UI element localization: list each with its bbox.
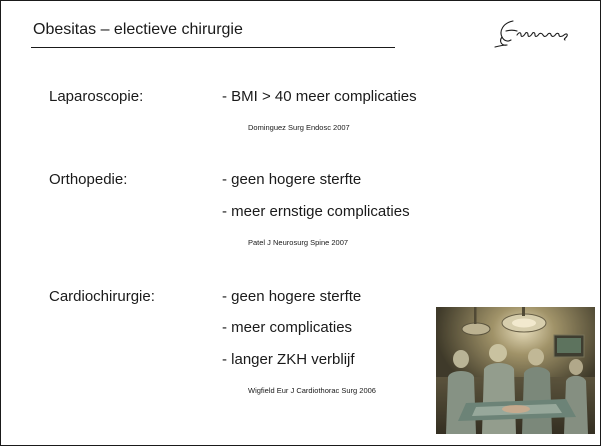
- section-label-orthopedie: Orthopedie:: [49, 171, 128, 188]
- slide-title: Obesitas – electieve chirurgie: [33, 21, 243, 38]
- erasmus-logo: [494, 20, 568, 48]
- section-label-cardiochirurgie: Cardiochirurgie:: [49, 288, 155, 305]
- reference-orthopedie: Patel J Neurosurg Spine 2007: [248, 238, 349, 247]
- bullet-cardiochirurgie-1: - geen hogere sterfte: [222, 288, 362, 305]
- reference-cardiochirurgie: Wigfield Eur J Cardiothorac Surg 2006: [248, 386, 376, 395]
- bullet-laparoscopie-1: - BMI > 40 meer complicaties: [222, 88, 417, 105]
- bullet-cardiochirurgie-2: - meer complicaties: [222, 319, 353, 336]
- bullet-orthopedie-1: - geen hogere sterfte: [222, 171, 362, 188]
- title-underline: [31, 47, 395, 48]
- surgery-photo: [436, 307, 595, 434]
- section-label-laparoscopie: Laparoscopie:: [49, 88, 144, 105]
- bullet-cardiochirurgie-3: - langer ZKH verblijf: [222, 351, 355, 368]
- reference-laparoscopie: Dominguez Surg Endosc 2007: [248, 123, 350, 132]
- bullet-orthopedie-2: - meer ernstige complicaties: [222, 203, 410, 220]
